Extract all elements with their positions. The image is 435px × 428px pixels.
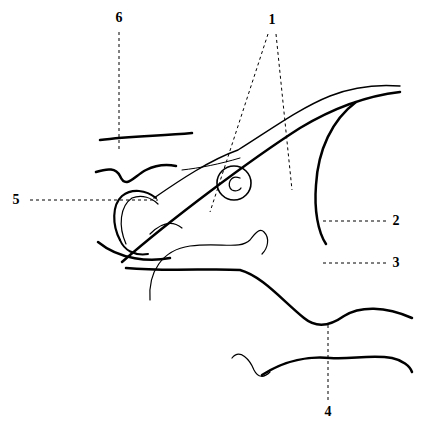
- callout-number: 2: [393, 214, 400, 228]
- callout-number: 4: [325, 405, 332, 419]
- callout-number: 5: [13, 193, 20, 207]
- callout-number: 1: [269, 13, 276, 27]
- leader-lines: [30, 32, 386, 400]
- callout-number: 3: [393, 256, 400, 270]
- callout-number: 6: [116, 11, 123, 25]
